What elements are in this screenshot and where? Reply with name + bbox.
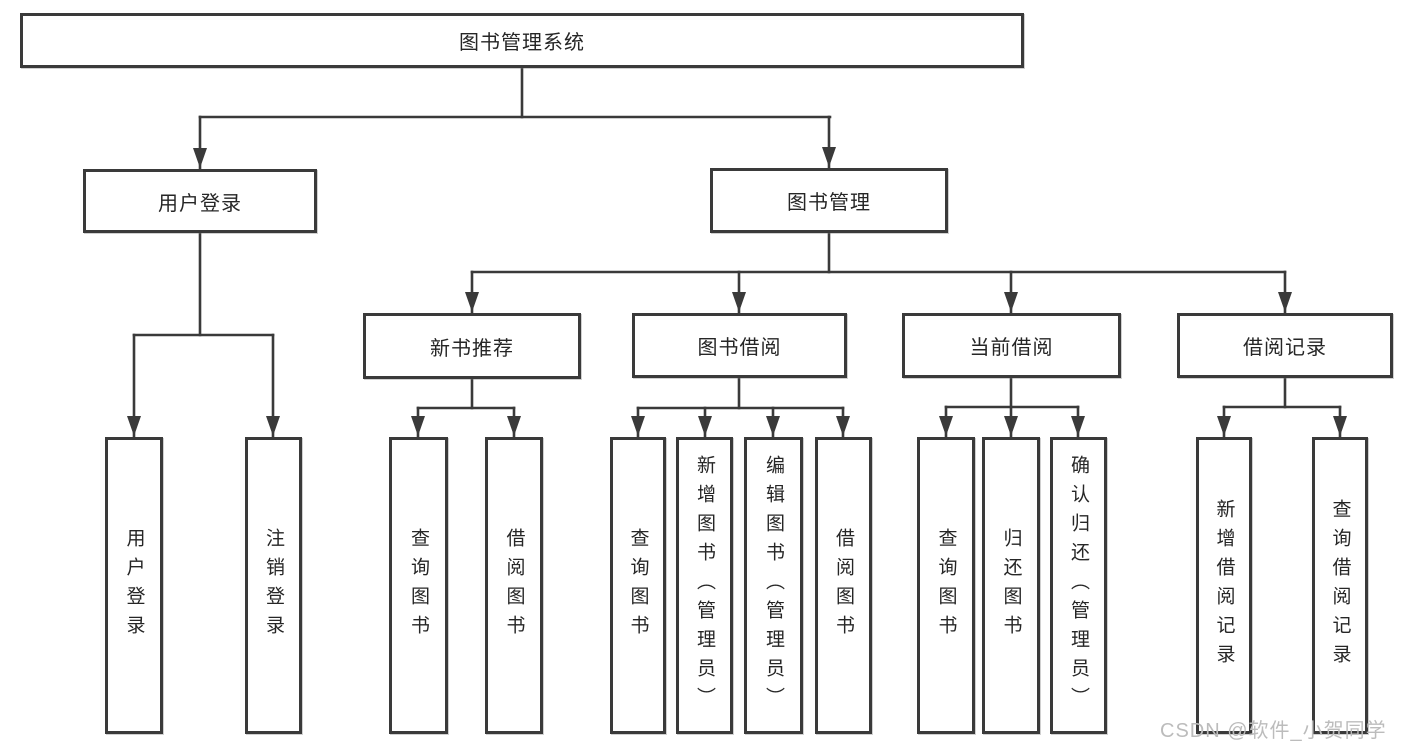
leaf-query-books-borrowing: 查询图书 [610, 437, 666, 734]
node-label: 当前借阅 [969, 337, 1054, 359]
node-label: 图书借阅 [697, 337, 782, 359]
node-label: 用户登录 [158, 192, 242, 215]
node-label: 新书推荐 [430, 337, 514, 360]
node-book-management: 图书管理 [710, 168, 948, 233]
node-book-borrowing: 图书借阅 [632, 313, 847, 378]
node-label: 编辑图书（管理员） [763, 455, 784, 716]
node-label: 查询图书 [627, 527, 649, 644]
leaf-borrow-books: 借阅图书 [815, 437, 872, 734]
node-library-management-system: 图书管理系统 [20, 13, 1024, 68]
leaf-add-books-admin: 新增图书（管理员） [676, 437, 733, 734]
node-label: 查询图书 [935, 527, 957, 644]
node-label: 归还图书 [1000, 527, 1022, 644]
node-label: 图书管理系统 [459, 32, 585, 54]
leaf-query-books-current: 查询图书 [917, 437, 975, 734]
leaf-confirm-return-admin: 确认归还（管理员） [1050, 437, 1107, 734]
node-label: 借阅记录 [1243, 337, 1327, 359]
node-label: 确认归还（管理员） [1068, 455, 1089, 716]
leaf-return-books: 归还图书 [982, 437, 1040, 734]
leaf-borrow-books-recommend: 借阅图书 [485, 437, 543, 734]
node-label: 查询图书 [408, 527, 429, 644]
leaf-add-borrow-record: 新增借阅记录 [1196, 437, 1252, 734]
node-new-book-recommend: 新书推荐 [363, 313, 581, 379]
node-label: 注销登录 [263, 527, 284, 644]
node-borrowing-records: 借阅记录 [1177, 313, 1393, 378]
node-label: 新增借阅记录 [1213, 498, 1235, 673]
leaf-query-books-recommend: 查询图书 [389, 437, 448, 734]
node-label: 用户登录 [123, 527, 145, 644]
leaf-query-borrow-record: 查询借阅记录 [1312, 437, 1368, 734]
node-current-borrowing: 当前借阅 [902, 313, 1121, 378]
node-label: 借阅图书 [833, 527, 854, 644]
leaf-edit-books-admin: 编辑图书（管理员） [744, 437, 803, 734]
node-label: 查询借阅记录 [1329, 498, 1351, 673]
node-label: 图书管理 [787, 192, 871, 214]
leaf-logout: 注销登录 [245, 437, 302, 734]
node-user-login-group: 用户登录 [83, 169, 317, 233]
leaf-user-login: 用户登录 [105, 437, 163, 734]
csdn-watermark: CSDN @软件_小贺同学 [1160, 720, 1387, 742]
node-label: 借阅图书 [503, 527, 525, 644]
node-label: 新增图书（管理员） [694, 455, 715, 716]
